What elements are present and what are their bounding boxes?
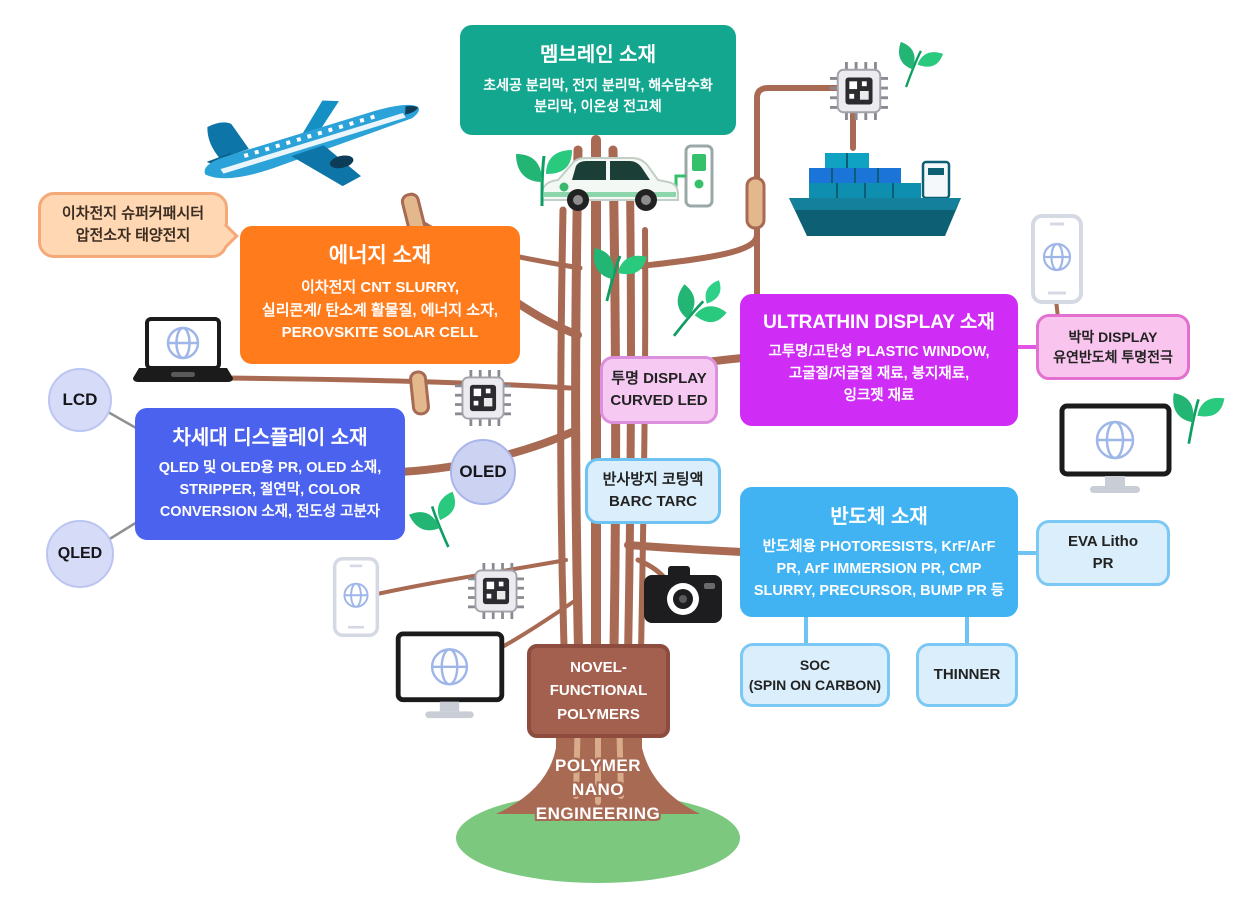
monitor-icon <box>394 630 506 722</box>
leaf-icon <box>512 146 576 210</box>
container-ship-icon <box>783 148 968 243</box>
novel-functional-polymers-box: NOVEL- FUNCTIONAL POLYMERS <box>527 644 670 738</box>
lcd-node: LCD <box>48 368 112 432</box>
display-title: 차세대 디스플레이 소재 <box>172 427 368 449</box>
thin-film-display-box: 박막 DISPLAY 유연반도체 투명전극 <box>1036 314 1190 380</box>
membrane-body: 초세공 분리막, 전지 분리막, 해수담수화 분리막, 이온성 전고체 <box>483 77 713 114</box>
oled-node: OLED <box>450 439 516 505</box>
semiconductor-title: 반도체 소재 <box>830 506 928 528</box>
leaf-icon <box>403 487 477 561</box>
membrane-title: 멤브레인 소재 <box>540 44 656 66</box>
leaf-icon <box>883 35 947 99</box>
thinner-box: THINNER <box>916 643 1018 707</box>
airplane-icon <box>185 78 435 208</box>
semiconductor-body: 반도체용 PHOTORESISTS, KrF/ArF PR, ArF IMMER… <box>753 539 1005 599</box>
display-body: QLED 및 OLED용 PR, OLED 소재, STRIPPER, 절연막,… <box>158 460 382 520</box>
chip-icon <box>830 62 888 120</box>
leaf-icon <box>1161 385 1228 452</box>
energy-title: 에너지 소재 <box>328 244 432 267</box>
chip-icon <box>468 563 524 619</box>
membrane-materials-box: 멤브레인 소재 초세공 분리막, 전지 분리막, 해수담수화 분리막, 이온성 … <box>460 25 736 135</box>
smartphone-icon <box>332 556 380 638</box>
barc-tarc-box: 반사방지 코팅액 BARC TARC <box>585 458 721 524</box>
ultrathin-title: ULTRATHIN DISPLAY 소재 <box>763 312 995 333</box>
polymer-nano-engineering-label: POLYMER NANO ENGINEERING <box>535 756 661 823</box>
leaf-icon <box>579 240 652 313</box>
eva-litho-pr-box: EVA Litho PR <box>1036 520 1170 586</box>
chip-icon <box>455 370 511 426</box>
energy-body: 이차전지 CNT SLURRY, 실리콘계/ 탄소계 활물질, 에너지 소자, … <box>261 279 499 341</box>
ev-car-charging-icon <box>536 140 716 220</box>
leaf-icon <box>682 276 738 332</box>
leaf-icon <box>650 276 731 357</box>
ultrathin-display-box: ULTRATHIN DISPLAY 소재 고투명/고탄성 PLASTIC WIN… <box>740 294 1018 426</box>
display-materials-box: 차세대 디스플레이 소재 QLED 및 OLED용 PR, OLED 소재, S… <box>135 408 405 540</box>
camera-icon <box>642 563 724 625</box>
monitor-icon <box>1058 402 1173 497</box>
transparent-display-box: 투명 DISPLAY CURVED LED <box>600 356 718 424</box>
qled-node: QLED <box>46 520 114 588</box>
laptop-icon <box>133 316 233 386</box>
soc-box: SOC (SPIN ON CARBON) <box>740 643 890 707</box>
energy-materials-box: 에너지 소재 이차전지 CNT SLURRY, 실리콘계/ 탄소계 활물질, 에… <box>240 226 520 364</box>
energy-speech-bubble: 이차전지 슈퍼커패시터 압전소자 태양전지 <box>38 192 228 258</box>
semiconductor-materials-box: 반도체 소재 반도체용 PHOTORESISTS, KrF/ArF PR, Ar… <box>740 487 1018 617</box>
ground-mound <box>456 793 740 883</box>
ultrathin-body: 고투명/고탄성 PLASTIC WINDOW, 고굴절/저굴절 재료, 봉지재료… <box>768 344 990 404</box>
smartphone-icon <box>1030 213 1084 305</box>
